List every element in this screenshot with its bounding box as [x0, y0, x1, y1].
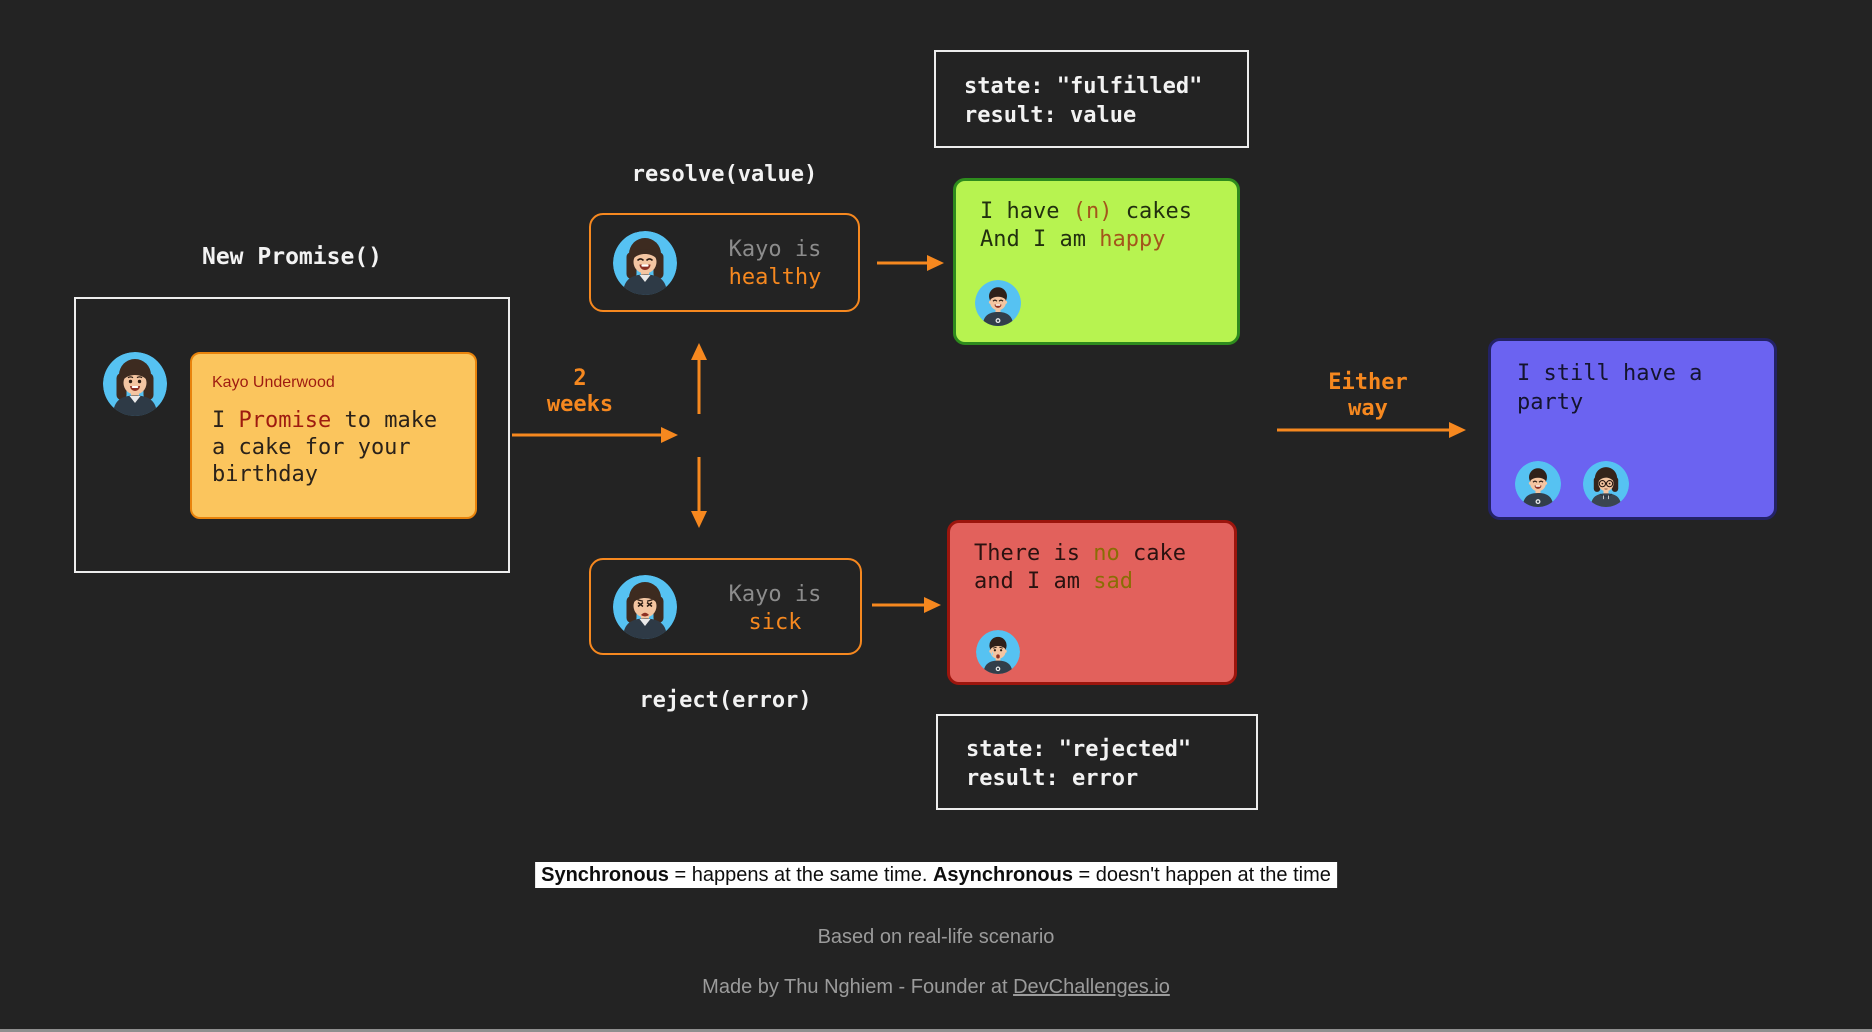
credit-text: Made by Thu Nghiem - Founder at — [702, 976, 1014, 998]
fulfilled-l1-highlight: (n) — [1072, 199, 1113, 224]
rejected-result-box: There is no cake and I am sad — [947, 520, 1237, 685]
rejected-state-line1: state: "rejected" — [966, 737, 1192, 762]
async-text: = doesn't happen at the time — [1072, 864, 1331, 886]
fulfilled-l2-pre: And I am — [980, 227, 1100, 252]
healthy-status-box: Kayo is healthy — [589, 213, 860, 312]
promise-card-message: I Promise to make a cake for your birthd… — [212, 407, 446, 488]
resolve-label: resolve(value) — [631, 162, 818, 187]
async-term: Asynchronous — [932, 864, 1073, 886]
fulfilled-l1-post: cakes — [1112, 199, 1192, 224]
promise-msg-keyword: Promise — [238, 408, 332, 433]
sick-status-box: Kayo is sick — [589, 558, 862, 655]
promise-msg-pre: I — [212, 408, 239, 433]
rejected-result-line2: and I am sad — [974, 568, 1186, 596]
glasses-woman-avatar — [1583, 461, 1629, 507]
rejected-state-box: state: "rejected" result: error — [936, 714, 1258, 810]
promise-card: Kayo Underwood I Promise to make a cake … — [190, 352, 477, 519]
party-message: I still have a party — [1517, 361, 1703, 415]
sync-text: = happens at the same time. — [668, 864, 933, 886]
happy-man-avatar — [975, 280, 1021, 326]
kayo-laughing-avatar — [613, 231, 677, 295]
fulfilled-result-box: I have (n) cakes And I am happy — [953, 178, 1240, 345]
fulfilled-result-line1: I have (n) cakes — [980, 198, 1192, 226]
promise-card-author: Kayo Underwood — [212, 374, 335, 391]
either-way-label: Either way — [1297, 370, 1439, 422]
scenario-note: Based on real-life scenario — [817, 926, 1055, 948]
healthy-status-line2: healthy — [728, 265, 822, 290]
either-way-line1: Either — [1328, 370, 1408, 395]
party-result-box: I still have a party — [1488, 338, 1777, 520]
fulfilled-state-box: state: "fulfilled" result: value — [934, 50, 1249, 148]
rejected-result-text: There is no cake and I am sad — [974, 540, 1186, 596]
fulfilled-state-line1: state: "fulfilled" — [964, 74, 1203, 99]
kayo-avatar — [103, 352, 167, 416]
sync-definition-bar: Synchronous = happens at the same time. … — [535, 862, 1337, 888]
happy-man-avatar-2 — [1515, 461, 1561, 507]
rejected-l1-highlight: no — [1093, 541, 1120, 566]
sad-man-avatar — [976, 630, 1020, 674]
rejected-l2-pre: and I am — [974, 569, 1094, 594]
either-way-line2: way — [1348, 396, 1388, 421]
bottom-edge-line — [0, 1029, 1872, 1032]
sick-status-line1: Kayo is — [728, 582, 822, 607]
promise-msg-post: to make a cake for your birthday — [212, 408, 438, 487]
sick-status-text: Kayo is sick — [699, 581, 851, 637]
healthy-status-text: Kayo is healthy — [699, 236, 851, 292]
healthy-status-line1: Kayo is — [728, 237, 822, 262]
rejected-l2-highlight: sad — [1093, 569, 1133, 594]
two-weeks-line2: weeks — [546, 392, 614, 417]
new-promise-label: New Promise() — [201, 244, 382, 270]
credit-line: Made by Thu Nghiem - Founder at DevChall… — [0, 976, 1872, 999]
fulfilled-result-line2: And I am happy — [980, 226, 1192, 254]
rejected-l1-post: cake — [1119, 541, 1186, 566]
rejected-l1-pre: There is — [974, 541, 1094, 566]
promise-container-box: Kayo Underwood I Promise to make a cake … — [74, 297, 510, 573]
sync-term: Synchronous — [541, 864, 669, 886]
fulfilled-state-line2: result: value — [964, 103, 1137, 128]
sick-status-line2: sick — [748, 610, 802, 635]
kayo-sick-avatar — [613, 575, 677, 639]
two-weeks-line1: 2 — [573, 366, 587, 391]
devchallenges-link[interactable]: DevChallenges.io — [1013, 976, 1170, 998]
rejected-state-line2: result: error — [966, 766, 1139, 791]
two-weeks-label: 2 weeks — [520, 366, 640, 418]
reject-label: reject(error) — [639, 688, 812, 713]
fulfilled-l1-pre: I have — [980, 199, 1073, 224]
fulfilled-result-text: I have (n) cakes And I am happy — [980, 198, 1192, 254]
rejected-result-line1: There is no cake — [974, 540, 1186, 568]
fulfilled-l2-highlight: happy — [1099, 227, 1166, 252]
